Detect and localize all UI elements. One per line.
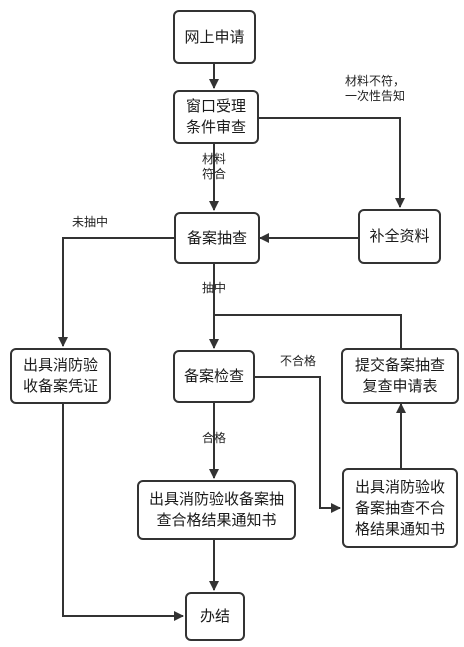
edge-certificate-to-completed (62, 404, 184, 621)
label-failed: 不合格 (279, 354, 316, 368)
node-record-inspection: 备案检查 (173, 350, 255, 403)
node-supplement: 补全资料 (358, 209, 441, 264)
node-apply-online: 网上申请 (173, 10, 256, 64)
label-sampled: 抽中 (201, 281, 226, 295)
edge-review-to-supplement (259, 117, 405, 208)
label-materials-nonconforming: 材料不符， 一次性告知 (344, 74, 405, 103)
node-issue-certificate: 出具消防验 收备案凭证 (10, 348, 111, 404)
edge-sampling-to-certificate (58, 237, 174, 347)
label-materials-conforming: 材料 符合 (201, 152, 226, 181)
label-not-sampled: 未抽中 (71, 215, 108, 229)
node-window-review: 窗口受理 条件审查 (173, 90, 259, 144)
node-record-sampling: 备案抽查 (174, 212, 260, 264)
node-issue-pass-notice: 出具消防验收备案抽 查合格结果通知书 (137, 480, 296, 540)
node-issue-fail-notice: 出具消防验收 备案抽查不合 格结果通知书 (342, 468, 458, 548)
edge-inspection-to-fail (255, 376, 341, 513)
edge-recheck-to-inspection (214, 314, 402, 348)
label-passed: 合格 (201, 431, 226, 445)
node-submit-recheck: 提交备案抽查 复查申请表 (341, 348, 459, 404)
node-completed: 办结 (185, 592, 245, 641)
